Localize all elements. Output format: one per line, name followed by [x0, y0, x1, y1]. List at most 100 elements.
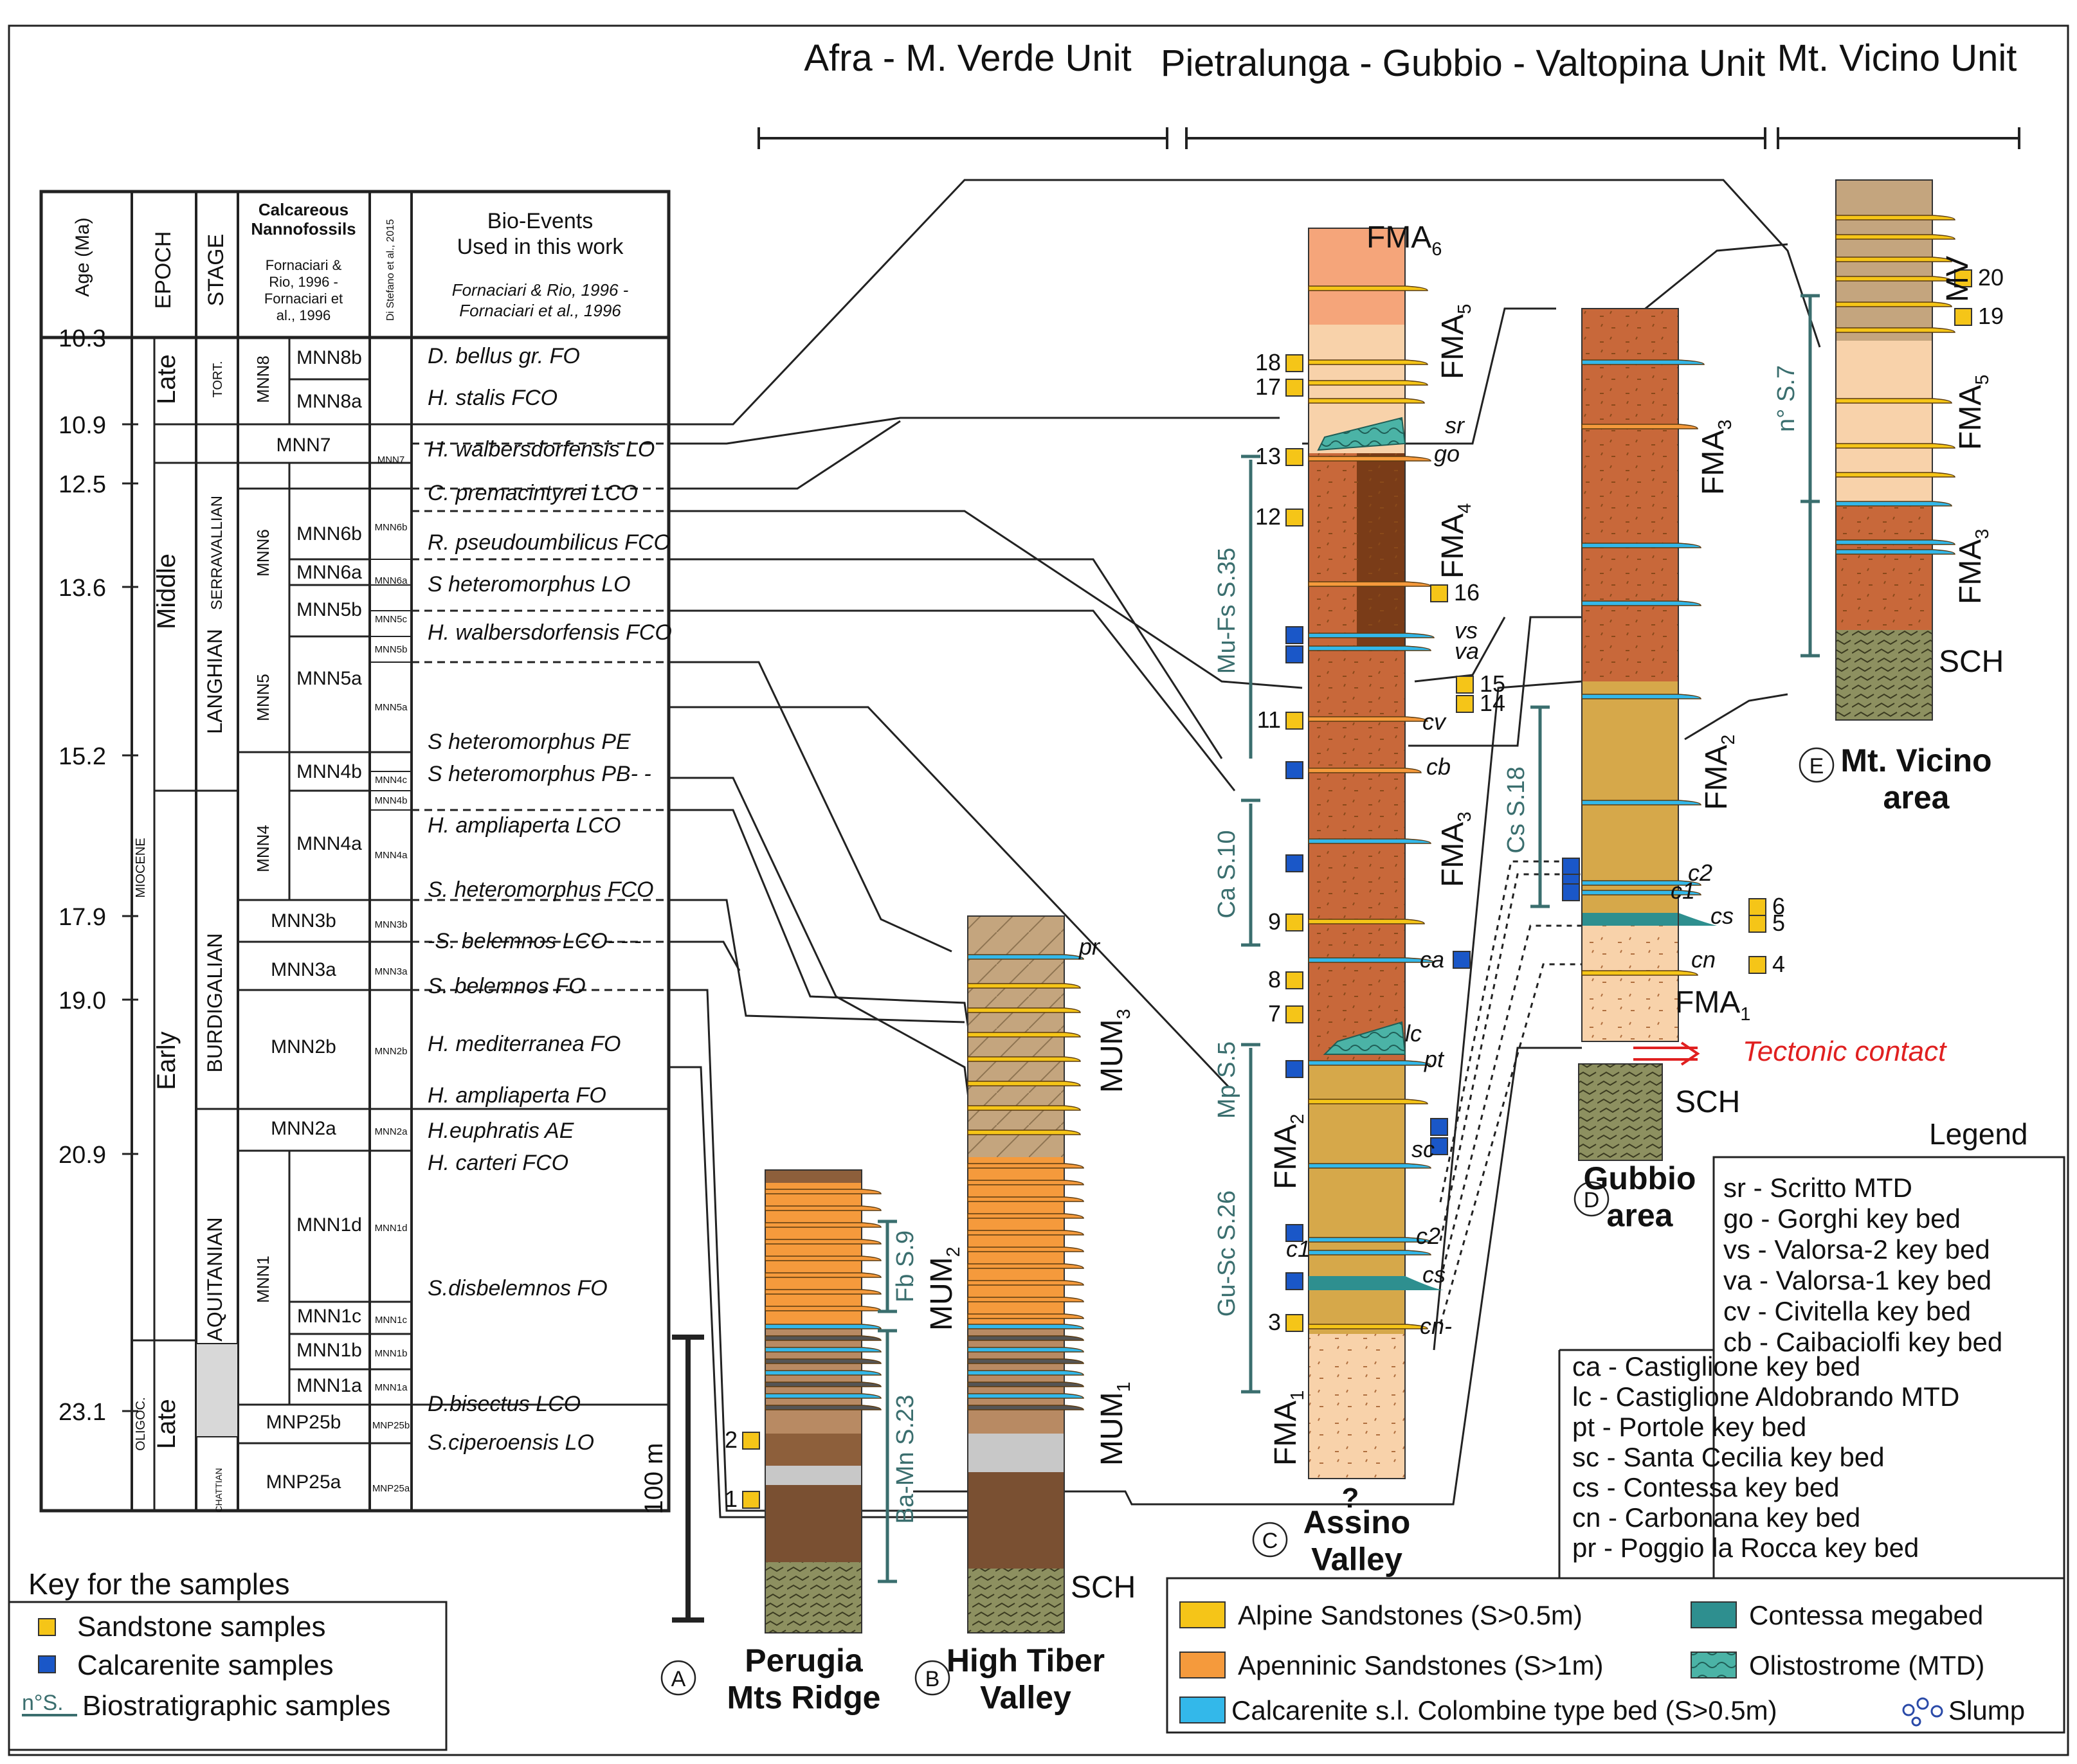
sandstone-bed — [765, 1189, 882, 1194]
sandstone-bed — [765, 1239, 882, 1245]
sample-number: 19 — [1978, 303, 2004, 329]
sandstone-bed — [765, 1256, 882, 1261]
column-e-vicino — [1835, 179, 1955, 721]
sandstone-bed — [765, 1205, 882, 1211]
sandstone-sample-marker — [1285, 712, 1303, 730]
keybed-mark: cs — [1710, 903, 1734, 929]
sandstone-sample-marker — [742, 1432, 760, 1450]
subzone-label: MNN8a — [296, 391, 362, 412]
sch-label: SCH — [1675, 1085, 1740, 1119]
subzone-label: MNP25b — [266, 1412, 341, 1433]
ds-zone-label: MNN2a — [375, 1126, 408, 1137]
sandstone-bed — [1581, 800, 1701, 806]
column-letter: A — [671, 1667, 686, 1691]
unit-afra-label: Afra - M. Verde Unit — [804, 37, 1131, 79]
bioevent-label: H.euphratis AE — [428, 1119, 574, 1143]
scale-bar-label: 100 m — [640, 1443, 668, 1514]
keybed-mark: pr — [1078, 933, 1101, 960]
stage-label: LANGHIAN — [203, 629, 226, 734]
age-label: 23.1 — [59, 1399, 106, 1426]
key-item-sandstone: Sandstone samples — [77, 1611, 325, 1643]
sandstone-bed — [967, 1213, 1084, 1219]
zone-label: MNN5 — [253, 674, 273, 721]
ds-zone-label: MNN6b — [375, 522, 408, 533]
age-label: 12.5 — [59, 471, 106, 498]
sandstone-bed — [1581, 890, 1701, 896]
mv-label: MV — [1941, 256, 1975, 302]
slump-icon — [1902, 1697, 1943, 1727]
sandstone-bed — [1308, 456, 1431, 462]
keybed-mark: cn- — [1420, 1313, 1452, 1339]
bioevent-label: S.disbelemnos FO — [428, 1276, 608, 1300]
column-letter-circle — [1799, 747, 1835, 783]
zone-label: MNN8 — [253, 356, 273, 403]
sandstone-bed — [1835, 327, 1955, 333]
sample-number: 7 — [1268, 1000, 1281, 1027]
sandstone-sample-marker — [1430, 584, 1448, 602]
column-a-perugia — [765, 1169, 882, 1634]
sandstone-bed — [1308, 1324, 1428, 1329]
sandstone-bed — [1308, 716, 1428, 722]
formation-label: FMA5 — [1436, 304, 1475, 379]
formation-label: MUM2 — [925, 1246, 964, 1331]
formation-label: MUM3 — [1095, 1009, 1134, 1093]
sample-number: 15 — [1480, 670, 1505, 697]
header-distefano: Di Stefano et al., 2015 — [385, 219, 396, 321]
bioevent-label: S. belemnos FO — [428, 974, 586, 998]
calcarenite-sample-marker — [1453, 951, 1471, 969]
column-c-assino — [1308, 228, 1444, 1479]
sandstone-bed — [967, 1081, 1081, 1086]
age-label: 13.6 — [59, 575, 106, 602]
legend-abbrev-item: cn - Carbonana key bed — [1572, 1502, 1860, 1533]
header-bio-ref: Fornaciari & Rio, 1996 -Fornaciari et al… — [452, 280, 629, 320]
keybed-mark: cs — [1422, 1261, 1446, 1288]
sandstone-bed — [967, 1246, 1084, 1252]
sandstone-bed — [1581, 970, 1698, 976]
sandstone-bed — [1308, 957, 1435, 963]
legend-alpine: Alpine Sandstones (S>0.5m) — [1238, 1600, 1583, 1630]
ds-zone-label: MNN4b — [375, 795, 408, 806]
calcarenite-sample-marker — [1562, 858, 1580, 876]
calcarenite-swatch — [1179, 1697, 1226, 1724]
bioevent-label: S heteromorphus PB- - — [428, 762, 651, 786]
keybed-mark: vs — [1455, 617, 1478, 644]
sample-number: 14 — [1480, 690, 1505, 716]
sch-label: SCH — [1939, 645, 2004, 679]
age-label: 17.9 — [59, 904, 106, 931]
keybed-mark: go — [1434, 440, 1460, 467]
calcarenite-sample-marker — [1285, 626, 1303, 644]
sample-number: 1 — [725, 1486, 738, 1512]
sandstone-bed — [1308, 581, 1431, 587]
column-b-high-tiber — [967, 915, 1084, 1634]
legend-abbrev-item: vs - Valorsa-2 key bed — [1723, 1234, 1990, 1264]
bioevent-label: S heteromorphus PE — [428, 730, 631, 754]
sandstone-bed — [1835, 443, 1955, 449]
sandstone-bed — [1835, 549, 1955, 555]
bioevent-label: H. mediterranea FO — [428, 1032, 621, 1056]
age-label: 10.3 — [59, 325, 106, 352]
epoch-label: Late — [152, 1399, 181, 1449]
sandstone-bed — [967, 1297, 1084, 1302]
sandstone-bed — [1835, 234, 1955, 240]
column-letter-circle — [914, 1660, 950, 1696]
scale-bar: 100 m — [640, 1335, 704, 1623]
bioevent-label: D. bellus gr. FO — [428, 344, 580, 368]
calcarenite-sample-marker — [1285, 1272, 1303, 1290]
sandstone-bed — [1835, 276, 1952, 282]
ds-zone-label: MNN1b — [375, 1348, 408, 1359]
calcarenite-sample-marker — [1285, 1224, 1303, 1242]
subzone-label: MNN5b — [296, 599, 362, 620]
subzone-label: MNN3b — [271, 910, 336, 932]
legend-abbrev-item: cv - Civitella key bed — [1723, 1296, 1971, 1326]
keybed-mark: sr — [1445, 412, 1465, 438]
keybed-mark: sc — [1411, 1136, 1435, 1162]
correlation-lines — [669, 179, 1821, 1518]
sandstone-sample-marker — [1285, 448, 1303, 466]
sandstone-sample-marker — [1456, 695, 1474, 713]
sandstone-bed — [967, 1313, 1084, 1319]
ds-zone-label: MNN5b — [375, 644, 408, 655]
